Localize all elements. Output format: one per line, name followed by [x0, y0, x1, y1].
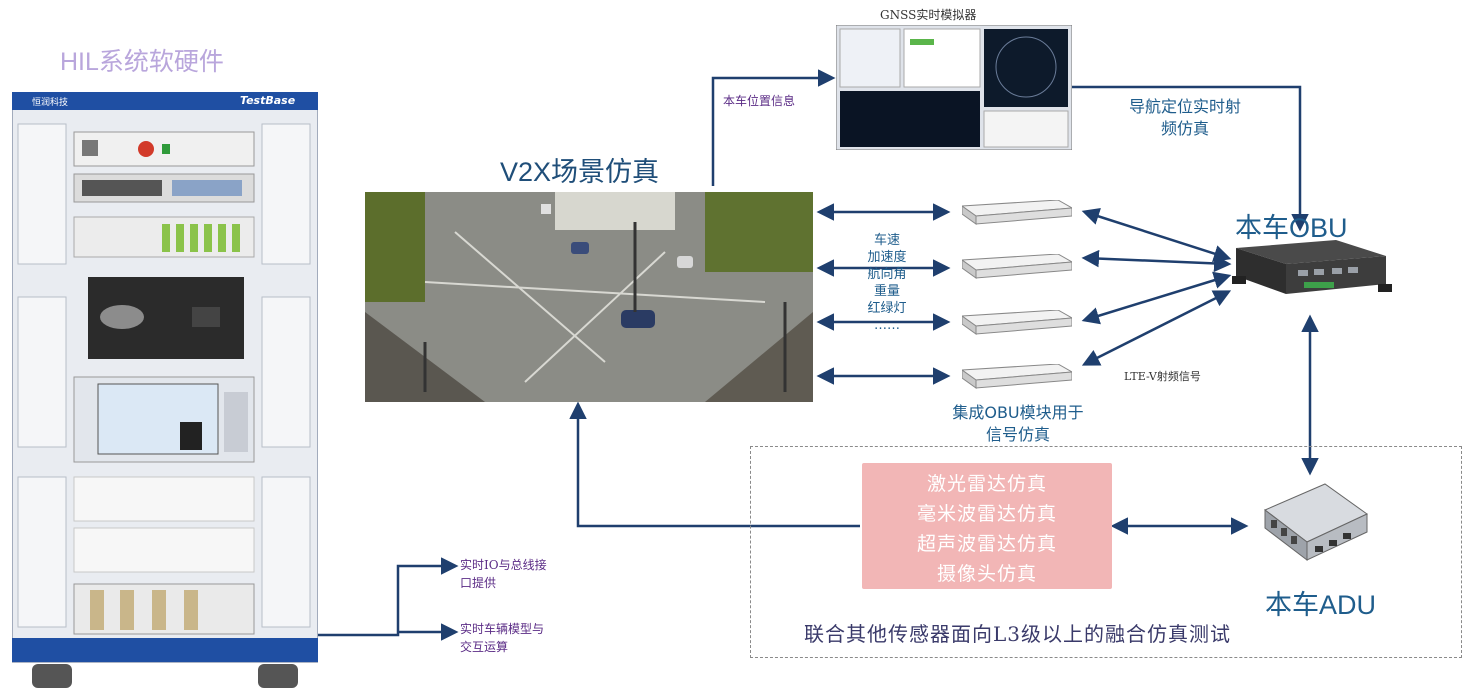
- sensor-item-radar: 毫米波雷达仿真: [916, 503, 1057, 525]
- signal-list: 车速 加速度 航向角 重量 红绿灯 ……: [852, 232, 922, 334]
- sensor-item-lidar: 激光雷达仿真: [926, 473, 1047, 495]
- sensor-simulation-box: 激光雷达仿真 毫米波雷达仿真 超声波雷达仿真 摄像头仿真: [862, 463, 1112, 589]
- gnss-title: GNSS实时模拟器: [880, 8, 977, 22]
- obu-module-1: [960, 199, 1074, 225]
- signal-item: ……: [874, 318, 900, 333]
- gnss-screen-image: [835, 24, 1073, 151]
- position-label: 本车位置信息: [723, 94, 796, 108]
- v2x-title: V2X场景仿真: [500, 157, 660, 187]
- obu-device-image: [1228, 240, 1393, 302]
- obu-module-2: [960, 253, 1074, 279]
- adu-device-graphic: [1264, 483, 1368, 562]
- rack-brand: TestBase: [240, 94, 296, 107]
- io-label-2: 实时车辆模型与 交互运算: [460, 622, 545, 654]
- v2x-scene-image: [365, 192, 813, 402]
- adu-title: 本车ADU: [1265, 590, 1377, 620]
- hil-rack: 恒润科技 TestBase: [11, 91, 319, 688]
- sensor-item-camera: 摄像头仿真: [936, 563, 1037, 585]
- obu-device-graphic: [1232, 240, 1392, 294]
- adu-device-image: [1255, 480, 1370, 570]
- sensor-fusion-region: [750, 446, 1462, 658]
- signal-item: 重量: [873, 284, 900, 299]
- io-label-1: 实时IO与总线接 口提供: [460, 558, 547, 590]
- signal-item: 航向角: [867, 267, 907, 282]
- obu-title: 本车OBU: [1235, 213, 1348, 243]
- arrow-hil-to-io: [318, 557, 459, 637]
- hil-rack-graphic: [11, 91, 319, 688]
- obu-module-4: [960, 363, 1074, 389]
- arrow-v2x-to-gnss: [711, 69, 836, 186]
- rack-logo: 恒润科技: [32, 98, 69, 108]
- arrow-sensor-to-v2x: [569, 401, 860, 528]
- arrow-gnss-to-obu: [1072, 85, 1309, 232]
- signal-item: 红绿灯: [867, 301, 907, 316]
- nav-label: 导航定位实时射 频仿真: [1128, 97, 1241, 138]
- obu-module-label: 集成OBU模块用于 信号仿真: [952, 403, 1084, 444]
- obu-module-3: [960, 309, 1074, 335]
- arrow-module-1-obu: [1081, 207, 1232, 263]
- signal-item: 车速: [873, 233, 900, 248]
- sensor-item-ultrasonic: 超声波雷达仿真: [916, 533, 1057, 555]
- arrow-module-4-obu: [1081, 290, 1232, 366]
- arrow-module-2-obu: [1081, 249, 1232, 273]
- signal-item: 加速度: [867, 250, 907, 265]
- arrow-module-3-obu: [1081, 271, 1232, 325]
- gnss-screen-graphic: [835, 24, 1073, 151]
- v2x-scene-graphic: [365, 192, 813, 402]
- fusion-label: 联合其他传感器面向L3级以上的融合仿真测试: [804, 622, 1232, 646]
- lte-label: LTE-V射频信号: [1124, 370, 1201, 383]
- hil-title: HIL系统软硬件: [60, 48, 224, 76]
